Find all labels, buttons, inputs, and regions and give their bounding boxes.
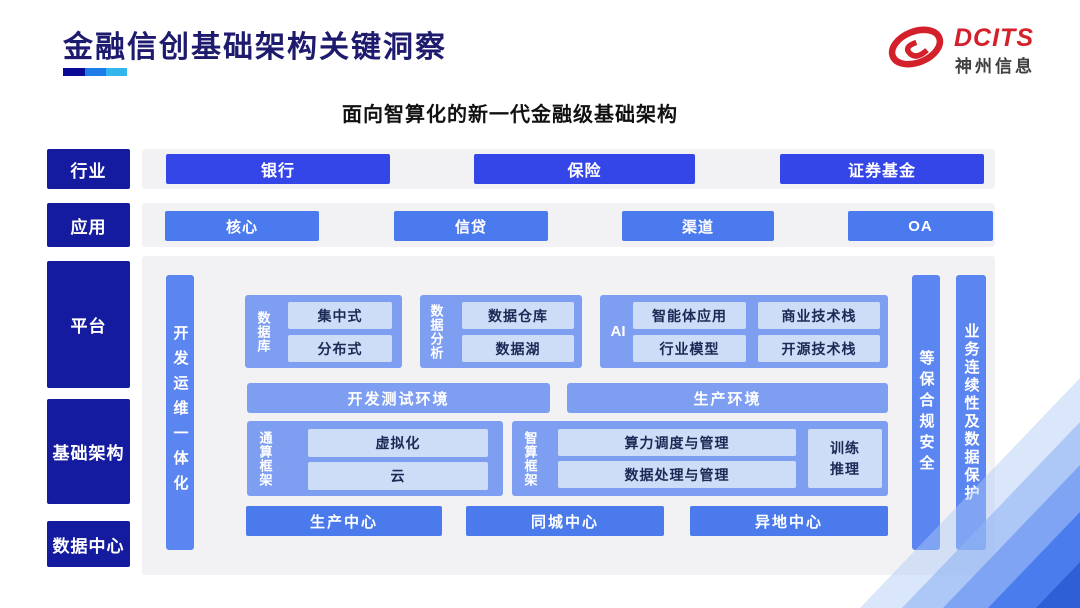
layer-datacenter: 数据中心 <box>47 521 130 567</box>
industry-item-bank: 银行 <box>166 154 390 184</box>
production-environment-bar: 生产环境 <box>567 383 888 413</box>
database-item-centralized: 集中式 <box>288 302 392 329</box>
data-processing-box: 数据处理与管理 <box>558 461 796 488</box>
database-panel-label: 数据库 <box>255 310 271 353</box>
title-underline <box>63 68 127 76</box>
database-item-distributed: 分布式 <box>288 335 392 362</box>
corner-diagonal-decoration <box>840 358 1080 608</box>
datacenter-same-city: 同城中心 <box>466 506 664 536</box>
training-inference-box: 训练 推理 <box>808 429 882 488</box>
industry-item-insurance: 保险 <box>474 154 695 184</box>
underline-segment-light <box>106 68 127 76</box>
intelligent-compute-label: 智算框架 <box>522 430 538 487</box>
datacenter-production: 生产中心 <box>246 506 442 536</box>
ai-item-agent-app: 智能体应用 <box>633 302 746 329</box>
analytics-panel: 数据分析 数据仓库 数据湖 <box>420 295 582 368</box>
industry-item-securities: 证券基金 <box>780 154 984 184</box>
datacenter-remote: 异地中心 <box>690 506 888 536</box>
pillar-devops: 开发运维一体化 <box>166 275 194 550</box>
layer-infrastructure: 基础架构 <box>47 399 130 504</box>
layer-industry: 行业 <box>47 149 130 189</box>
general-compute-virtualization: 虚拟化 <box>308 429 488 457</box>
application-item-credit: 信贷 <box>394 211 548 241</box>
dcits-logo-icon <box>885 22 947 72</box>
layer-application: 应用 <box>47 203 130 247</box>
underline-segment-blue <box>85 68 106 76</box>
logo-brand-text: DCITS <box>954 24 1034 52</box>
ai-item-opensource-stack: 开源技术栈 <box>758 335 880 362</box>
pillar-security-compliance: 等保合规安全 <box>912 275 940 550</box>
application-item-oa: OA <box>848 211 993 241</box>
dev-test-environment-bar: 开发测试环境 <box>247 383 550 413</box>
intelligent-compute-panel: 智算框架 算力调度与管理 数据处理与管理 训练 推理 <box>512 421 888 496</box>
analytics-panel-label: 数据分析 <box>428 303 444 360</box>
general-compute-cloud: 云 <box>308 462 488 490</box>
ai-panel-label: AI <box>610 323 626 340</box>
analytics-item-lake: 数据湖 <box>462 335 574 362</box>
application-item-core: 核心 <box>165 211 319 241</box>
underline-segment-dark <box>63 68 85 76</box>
database-panel: 数据库 集中式 分布式 <box>245 295 402 368</box>
page-title: 金融信创基础架构关键洞察 <box>63 31 447 64</box>
general-compute-panel: 通算框架 虚拟化 云 <box>247 421 503 496</box>
general-compute-label: 通算框架 <box>257 430 273 487</box>
analytics-item-warehouse: 数据仓库 <box>462 302 574 329</box>
ai-panel: AI 智能体应用 商业技术栈 行业模型 开源技术栈 <box>600 295 888 368</box>
diagram-title: 面向智算化的新一代金融级基础架构 <box>342 104 678 126</box>
ai-item-industry-model: 行业模型 <box>633 335 746 362</box>
pillar-business-continuity: 业务连续性及数据保护 <box>956 275 986 550</box>
layer-platform: 平台 <box>47 261 130 388</box>
ai-item-commercial-stack: 商业技术栈 <box>758 302 880 329</box>
application-item-channel: 渠道 <box>622 211 774 241</box>
logo-company-text: 神州信息 <box>955 57 1035 76</box>
compute-scheduling-box: 算力调度与管理 <box>558 429 796 456</box>
